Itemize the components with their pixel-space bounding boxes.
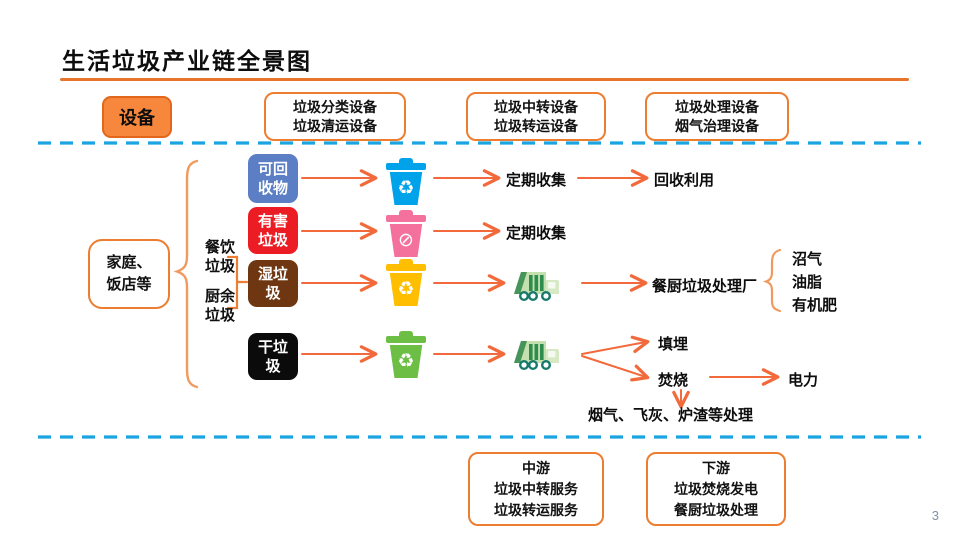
- curly-brace-large: [173, 159, 199, 389]
- label-kitchen-waste: 厨余 垃圾: [204, 288, 235, 324]
- flow-arrows: [301, 169, 780, 409]
- garbage-truck-icon: [514, 272, 559, 302]
- midstream-line: 垃圾转运服务: [494, 501, 578, 518]
- midstream-line: 垃圾中转服务: [494, 480, 578, 497]
- equipment-box-sorting: 垃圾分类设备 垃圾清运设备: [264, 92, 406, 141]
- downstream-line: 下游: [702, 459, 730, 476]
- midstream-box: 中游 垃圾中转服务 垃圾转运服务: [468, 452, 604, 526]
- equipment-box-line: 垃圾处理设备: [675, 98, 759, 115]
- downstream-line: 餐厨垃圾处理: [674, 501, 758, 518]
- category-wet: 湿垃 圾: [248, 260, 298, 307]
- category-harmful: 有害 垃圾: [248, 207, 298, 254]
- title-underline: [60, 78, 909, 81]
- recyclable-bin-icon: ♻: [386, 158, 426, 205]
- equipment-box-line: 垃圾中转设备: [494, 98, 578, 115]
- midstream-line: 中游: [522, 459, 550, 476]
- downstream-box: 下游 垃圾焚烧发电 餐厨垃圾处理: [646, 452, 786, 526]
- wet-bin-icon: ♻: [386, 259, 426, 306]
- row4-landfill-label: 填埋: [658, 336, 689, 353]
- equipment-box-line: 垃圾分类设备: [293, 98, 377, 115]
- source-line: 家庭、: [106, 254, 152, 271]
- downstream-line: 垃圾焚烧发电: [674, 480, 758, 497]
- row1-recycle-label: 回收利用: [654, 172, 715, 189]
- curly-brace-small: [762, 248, 782, 313]
- source-line: 饭店等: [106, 276, 152, 293]
- equipment-box-line: 垃圾转运设备: [494, 117, 578, 134]
- page-title: 生活垃圾产业链全景图: [62, 48, 312, 74]
- row4-incineration-label: 焚烧: [658, 372, 689, 389]
- dry-bin-icon: ♻: [386, 331, 426, 378]
- harmful-bin-icon: ⊘: [386, 210, 426, 257]
- category-recyclable: 可回 收物: [248, 154, 298, 203]
- row4-residue-label: 烟气、飞灰、炉渣等处理: [588, 407, 754, 424]
- bracket-kitchen-waste: [226, 255, 249, 310]
- row3-output-fertilizer: 有机肥: [792, 297, 838, 314]
- equipment-box-treatment: 垃圾处理设备 烟气治理设备: [645, 92, 789, 141]
- row1-collect-label: 定期收集: [506, 172, 567, 189]
- page-number: 3: [931, 508, 939, 523]
- row3-output-biogas: 沼气: [792, 251, 823, 268]
- equipment-box-transfer: 垃圾中转设备 垃圾转运设备: [466, 92, 606, 141]
- row3-output-grease: 油脂: [792, 274, 823, 291]
- label-restaurant-waste: 餐饮 垃圾: [204, 239, 235, 275]
- equipment-badge: 设备: [102, 96, 172, 138]
- row4-power-label: 电力: [788, 372, 819, 389]
- equipment-box-line: 烟气治理设备: [675, 117, 759, 134]
- equipment-label: 设备: [119, 108, 155, 128]
- equipment-box-line: 垃圾清运设备: [293, 117, 377, 134]
- category-dry: 干垃 圾: [248, 333, 298, 380]
- row2-collect-label: 定期收集: [506, 225, 567, 242]
- row3-plant-label: 餐厨垃圾处理厂: [652, 278, 758, 295]
- source-box: 家庭、 饭店等: [88, 239, 170, 309]
- garbage-truck-icon: [514, 341, 559, 371]
